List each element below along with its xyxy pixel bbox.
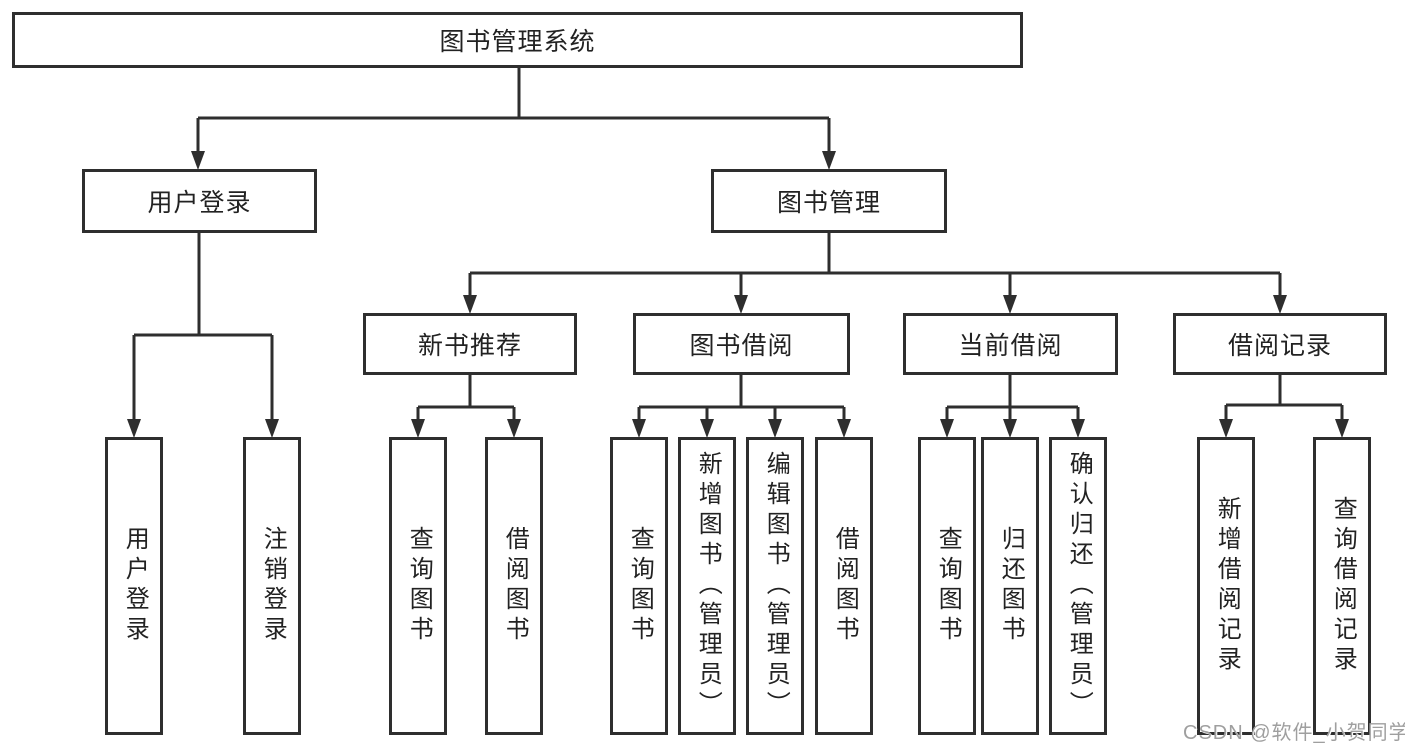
leaf-borrow-books-recommend: 借阅图书 — [485, 437, 543, 735]
leaf-borrow-books: 借阅图书 — [815, 437, 873, 735]
leaf-label: 编辑图书（管理员） — [762, 451, 790, 721]
node-label: 用户登录 — [147, 189, 252, 217]
leaf-label: 新增图书（管理员） — [694, 451, 722, 721]
leaf-label: 注销登录 — [259, 526, 287, 646]
leaf-label: 借阅图书 — [831, 526, 859, 646]
leaf-logout: 注销登录 — [243, 437, 301, 735]
node-label: 当前借阅 — [958, 332, 1063, 360]
arrow-down-icon — [768, 419, 782, 438]
arrow-down-icon — [632, 419, 646, 438]
node-book-management: 图书管理 — [711, 169, 947, 233]
connector-borrow-children — [632, 375, 851, 438]
leaf-query-books-borrow: 查询图书 — [610, 437, 668, 735]
leaf-label: 确认归还（管理员） — [1065, 451, 1093, 721]
leaf-query-books-recommend: 查询图书 — [389, 437, 447, 735]
arrow-down-icon — [822, 151, 836, 170]
leaf-confirm-return-admin: 确认归还（管理员） — [1049, 437, 1107, 735]
leaf-add-books-admin: 新增图书（管理员） — [678, 437, 736, 735]
arrow-down-icon — [1335, 419, 1349, 438]
connector-book-mgmt-children — [463, 233, 1287, 314]
connector-user-login-children — [127, 233, 279, 438]
node-label: 借阅记录 — [1227, 332, 1332, 360]
leaf-user-login: 用户登录 — [105, 437, 163, 735]
arrow-down-icon — [1071, 419, 1085, 438]
arrow-down-icon — [411, 419, 425, 438]
arrow-down-icon — [700, 419, 714, 438]
arrow-down-icon — [463, 295, 477, 314]
arrow-down-icon — [127, 419, 141, 438]
arrow-down-icon — [1219, 419, 1233, 438]
arrow-down-icon — [265, 419, 279, 438]
leaf-label: 新增借阅记录 — [1213, 496, 1241, 676]
node-book-borrowing: 图书借阅 — [633, 313, 850, 375]
leaf-edit-books-admin: 编辑图书（管理员） — [746, 437, 804, 735]
connector-new-book-children — [411, 375, 521, 438]
arrow-down-icon — [191, 151, 205, 170]
arrow-down-icon — [940, 419, 954, 438]
leaf-query-borrow-record: 查询借阅记录 — [1313, 437, 1371, 735]
leaf-query-books-current: 查询图书 — [918, 437, 976, 735]
leaf-label: 用户登录 — [121, 526, 149, 646]
node-label: 图书管理系统 — [439, 28, 596, 56]
leaf-label: 查询图书 — [934, 526, 962, 646]
leaf-label: 查询图书 — [405, 526, 433, 646]
leaf-label: 归还图书 — [997, 526, 1025, 646]
node-label: 图书借阅 — [689, 332, 794, 360]
arrow-down-icon — [1003, 295, 1017, 314]
leaf-label: 借阅图书 — [501, 526, 529, 646]
arrow-down-icon — [734, 295, 748, 314]
arrow-down-icon — [1273, 295, 1287, 314]
arrow-down-icon — [1003, 419, 1017, 438]
connector-records-children — [1219, 375, 1349, 438]
leaf-label: 查询借阅记录 — [1329, 496, 1357, 676]
leaf-label: 查询图书 — [626, 526, 654, 646]
arrow-down-icon — [837, 419, 851, 438]
arrow-down-icon — [507, 419, 521, 438]
node-label: 新书推荐 — [417, 332, 522, 360]
connector-root-to-level2 — [191, 68, 836, 170]
node-new-book-recommendation: 新书推荐 — [363, 313, 577, 375]
connector-current-children — [940, 375, 1085, 438]
leaf-add-borrow-record: 新增借阅记录 — [1197, 437, 1255, 735]
node-current-borrowing: 当前借阅 — [903, 313, 1118, 375]
node-label: 图书管理 — [776, 189, 881, 217]
csdn-watermark: CSDN @软件_小贺同学 — [1183, 722, 1405, 744]
leaf-return-books: 归还图书 — [981, 437, 1039, 735]
node-library-management-system: 图书管理系统 — [12, 12, 1023, 68]
node-user-login: 用户登录 — [82, 169, 317, 233]
node-borrowing-records: 借阅记录 — [1173, 313, 1387, 375]
